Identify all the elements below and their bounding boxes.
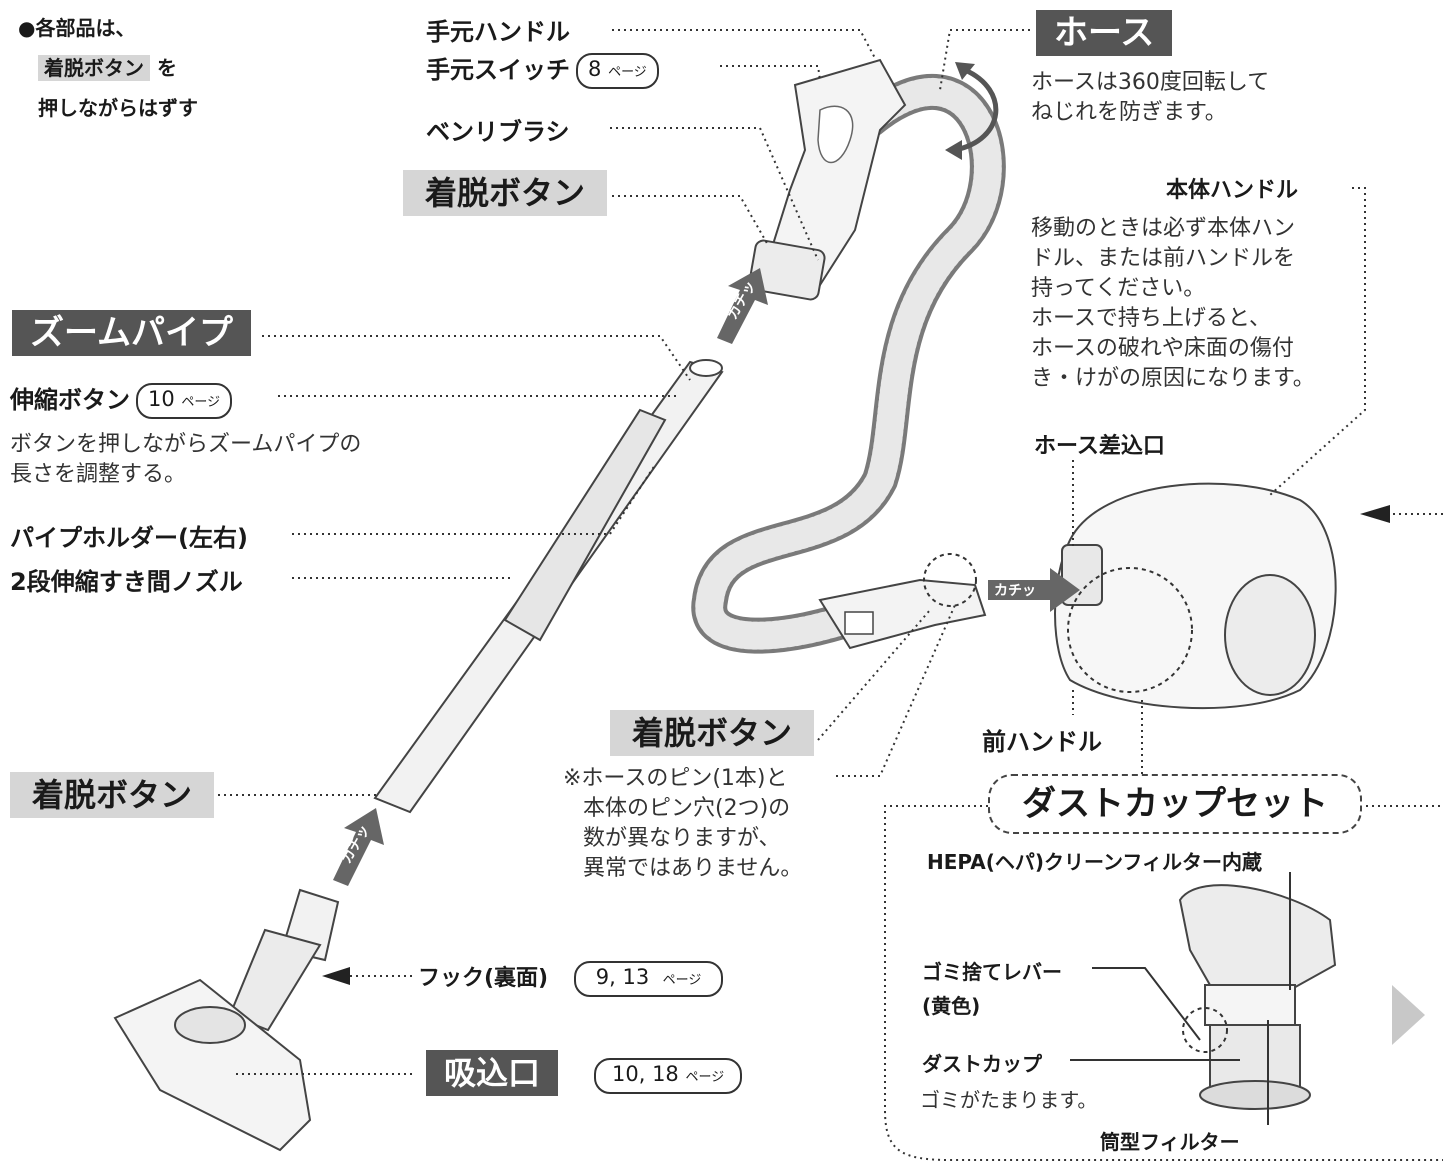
hose-desc-line-1: ホースは360度回転して: [1031, 70, 1270, 95]
suction-page-num: 10, 18: [612, 1062, 679, 1086]
pin-note-line-4: 異常ではありません。: [583, 856, 803, 881]
note-line-1: ●各部品は、: [18, 12, 135, 41]
pin-note-line-3: 数が異なりますが、: [583, 826, 781, 851]
front-handle-label: 前ハンドル: [982, 728, 1102, 756]
hook-label: フック(裏面) 9, 13 ページ: [418, 960, 724, 997]
dust-cup-label: ダストカップ: [922, 1052, 1042, 1076]
nozzle-label: 2段伸縮すき間ノズル: [10, 568, 243, 596]
note-text-3: 押しながらはずす: [38, 96, 198, 120]
hand-handle-label: 手元ハンドル: [426, 18, 570, 46]
dust-cup-description: ゴミがたまります。: [920, 1088, 1098, 1112]
body-handle-label: 本体ハンドル: [1166, 178, 1299, 203]
detach-button-left-label: 着脱ボタン: [10, 772, 215, 818]
pin-note-line-2: 本体のピン穴(2つ)の: [583, 796, 791, 821]
click-label-3: カチッ: [994, 583, 1036, 599]
hose-connector-shape: [818, 553, 987, 650]
tube-filter-label: 筒型フィルター: [1100, 1130, 1240, 1154]
hand-handle-shape: [748, 58, 907, 301]
floor-nozzle-shape: [113, 888, 340, 1152]
detach-button-center-label: 着脱ボタン: [610, 710, 815, 756]
extend-page-num: 10: [148, 387, 175, 411]
pin-note-line-1: ※ホースのピン(1本)と: [563, 766, 788, 791]
hook-page-num: 9, 13: [595, 965, 650, 989]
hose-description: ホースは360度回転して ねじれを防ぎます。: [1031, 68, 1269, 128]
extend-button-text: 伸縮ボタン: [10, 386, 130, 414]
pipe-holder-label: パイプホルダー(左右): [10, 524, 248, 552]
benri-brush-label: ベンリブラシ: [426, 118, 570, 146]
page-word: ページ: [685, 1070, 725, 1085]
zoom-pipe-shape: [373, 359, 724, 814]
next-page-arrow-icon: [1392, 985, 1425, 1045]
page-word: ページ: [608, 65, 647, 80]
hand-switch-page-ref: 8 ページ: [576, 53, 659, 89]
hook-text: フック(裏面): [418, 966, 549, 991]
hose-label: ホース: [1036, 10, 1173, 56]
note-text-wo: を: [156, 56, 177, 80]
page-word: ページ: [662, 973, 702, 988]
note-detach-button-label: 着脱ボタン: [38, 55, 150, 81]
note-text-1: 各部品は、: [35, 16, 136, 40]
leader-lines: [218, 29, 1443, 1161]
suction-label: 吸込口: [426, 1050, 559, 1096]
suction-page-ref: 10, 18 ページ: [594, 1058, 743, 1094]
body-desc-line-3: 持ってください。: [1031, 276, 1206, 301]
dust-cup-leaders: [1070, 872, 1291, 1125]
extend-page-ref: 10 ページ: [136, 383, 233, 419]
hepa-filter-label: HEPA(ヘパ)クリーンフィルター内蔵: [927, 850, 1262, 874]
pin-note: ※ホースのピン(1本)と 本体のピン穴(2つ)の 数が異なりますが、 異常ではあ…: [563, 764, 802, 884]
vacuum-body-shape: [1054, 482, 1337, 710]
body-desc-line-4: ホースで持ち上げると、: [1031, 306, 1272, 331]
suction-page-ref-wrap: 10, 18 ページ: [588, 1058, 743, 1094]
hose-desc-line-2: ねじれを防ぎます。: [1031, 100, 1227, 125]
hook-page-ref: 9, 13 ページ: [573, 961, 724, 997]
extend-desc-line-1: ボタンを押しながらズームパイプの: [10, 432, 362, 457]
trash-lever-color-label: (黄色): [922, 994, 981, 1018]
zoom-pipe-label: ズームパイプ: [12, 310, 251, 356]
dust-cup-set-label: ダストカップセット: [988, 774, 1362, 834]
body-desc-line-6: き・けがの原因になります。: [1031, 366, 1315, 391]
bullet-icon: ●: [18, 16, 36, 40]
hand-switch-page-num: 8: [588, 57, 602, 81]
note-line-2: 着脱ボタン を: [38, 52, 177, 81]
page-word: ページ: [181, 395, 221, 410]
extend-description: ボタンを押しながらズームパイプの 長さを調整する。: [10, 430, 361, 490]
body-desc-line-1: 移動のときは必ず本体ハン: [1031, 216, 1296, 241]
detach-button-top-label: 着脱ボタン: [403, 170, 608, 216]
extend-desc-line-2: 長さを調整する。: [10, 462, 187, 487]
hose-inlet-label: ホース差込口: [1034, 434, 1165, 459]
body-desc-line-5: ホースの破れや床面の傷付: [1031, 336, 1294, 361]
rotation-arrow-icon: [954, 67, 999, 153]
trash-lever-label: ゴミ捨てレバー: [922, 960, 1062, 984]
click-arrow-icon: [333, 268, 1080, 886]
body-handle-description: 移動のときは必ず本体ハン ドル、または前ハンドルを 持ってください。 ホースで持…: [1031, 214, 1315, 394]
body-desc-line-2: ドル、または前ハンドルを: [1031, 246, 1296, 271]
hand-switch-text: 手元スイッチ: [426, 56, 570, 84]
dust-cup-shape: [1178, 884, 1337, 1110]
